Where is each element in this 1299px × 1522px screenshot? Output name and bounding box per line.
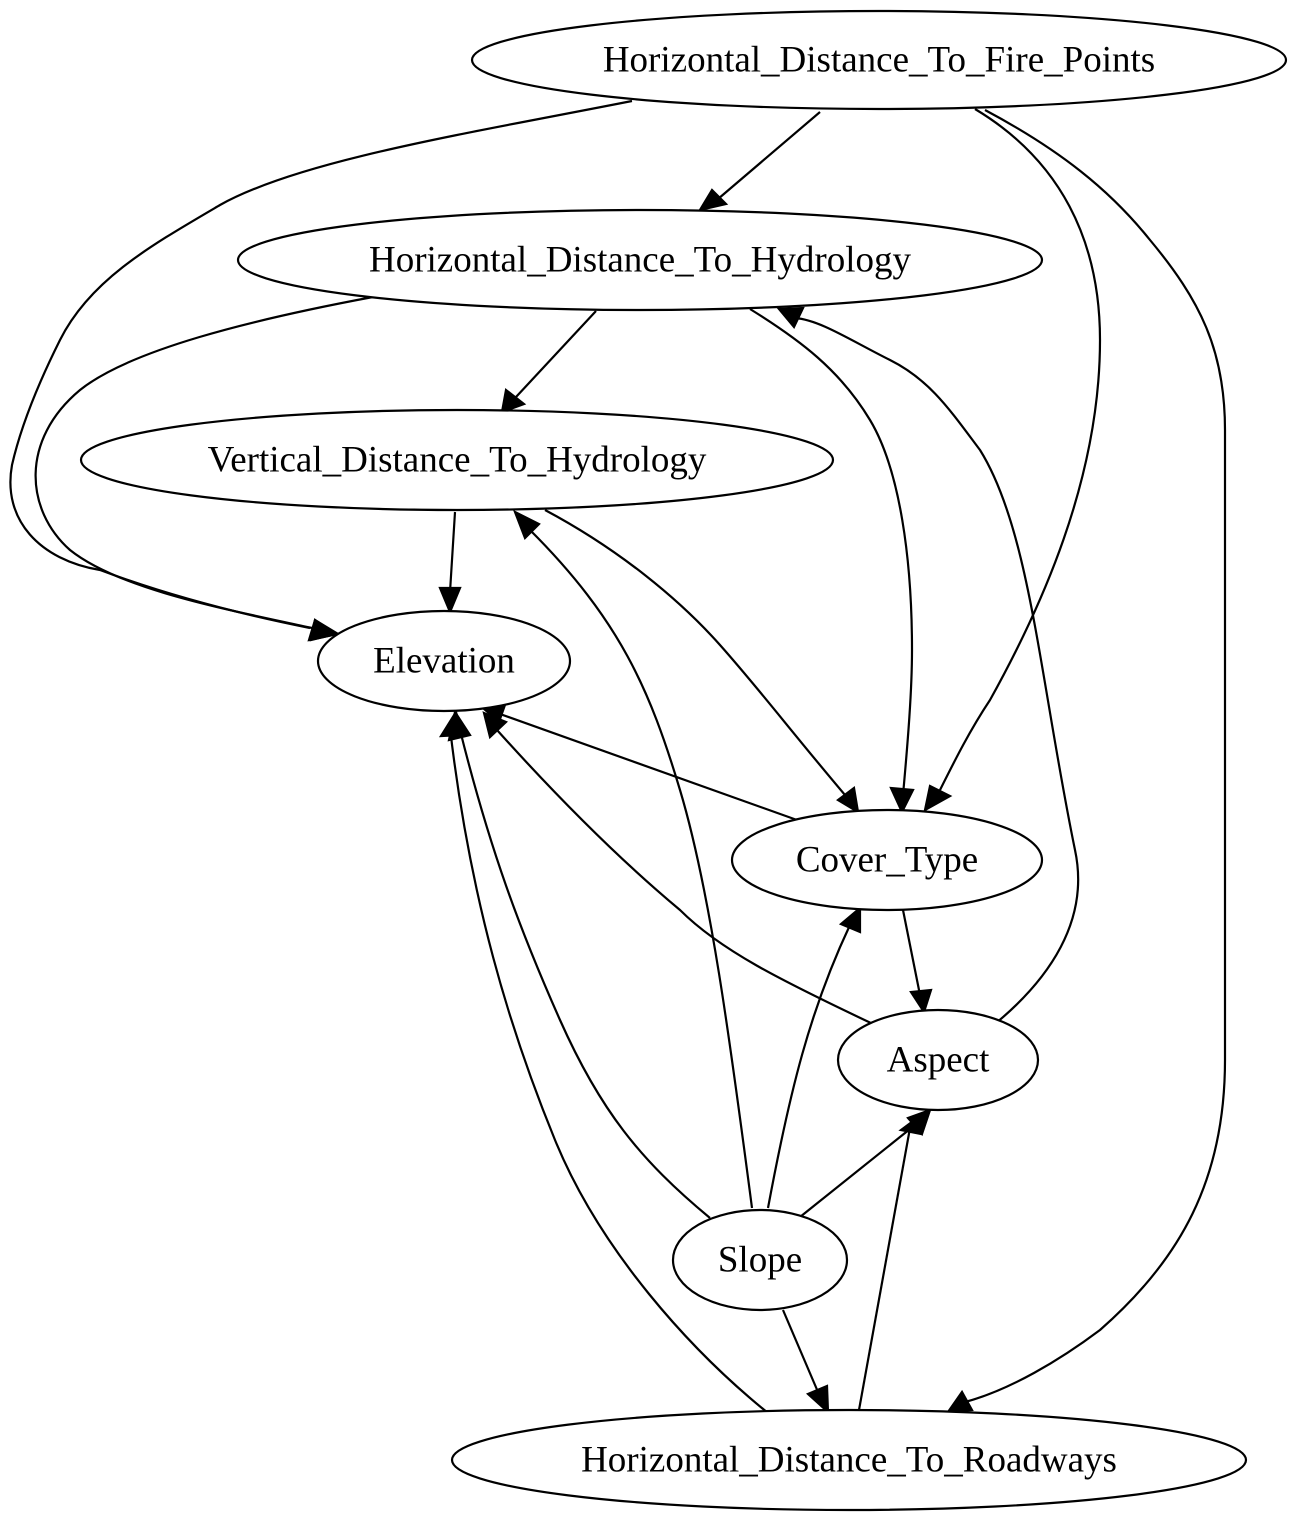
arrowhead-road-to-aspect [898,1107,930,1136]
edges-layer [9,99,1227,1414]
node-hydro-h-label: Horizontal_Distance_To_Hydrology [369,240,912,281]
nodes-layer: Horizontal_Distance_To_Fire_Points Horiz… [79,9,1288,1512]
arrowhead-slope-to-hydro-v [512,509,541,540]
node-hydro-h[interactable]: Horizontal_Distance_To_Hydrology [236,208,1044,312]
node-fire-label: Horizontal_Distance_To_Fire_Points [603,40,1155,81]
arrowhead-fire-to-road [945,1389,974,1414]
edge-hydro-h-to-elev [34,295,374,630]
edge-hydro-h-to-hydro-v [515,310,597,398]
arrowhead-cover-to-aspect [909,988,933,1015]
arrowhead-hydro-v-to-cover [836,786,860,815]
node-hydro-v-label: Vertical_Distance_To_Hydrology [208,440,707,481]
node-cover-ellipse [730,808,1044,912]
edge-hydro-h-to-cover [749,308,914,796]
edge-aspect-to-elev [496,729,874,1025]
arrowhead-hydro-v-to-elev [438,586,462,615]
edge-slope-to-cover [766,924,851,1209]
node-hydro-v-ellipse [79,408,835,512]
arrowhead-fire-to-cover [923,784,953,813]
node-slope-label: Slope [718,1240,802,1281]
node-slope[interactable]: Slope [671,1208,849,1312]
node-road-ellipse [450,1408,1248,1512]
node-cover[interactable]: Cover_Type [730,808,1044,912]
node-fire-ellipse [470,9,1288,111]
node-elev-ellipse [316,609,572,713]
edge-hydro-v-to-elev [448,511,457,593]
edge-road-to-aspect [857,1127,912,1411]
node-hydro-h-ellipse [236,208,1044,312]
arrowhead-aspect-to-hydro-h [776,306,805,330]
edge-cover-to-aspect [901,909,922,996]
node-aspect-label: Aspect [887,1040,990,1081]
edge-slope-to-road [781,1309,820,1393]
arrowhead-fire-to-hydro-h [697,188,729,212]
node-elev[interactable]: Elevation [316,609,572,713]
edge-fire-to-elev [9,99,633,630]
arrowhead-road-to-elev [438,709,464,738]
edge-aspect-to-hydro-h [794,316,1080,1029]
edge-slope-to-hydro-v [529,529,754,1209]
node-fire[interactable]: Horizontal_Distance_To_Fire_Points [470,9,1288,111]
arrowhead-hydro-h-to-elev [309,618,339,642]
arrowhead-slope-to-cover [838,905,862,934]
node-cover-label: Cover_Type [796,840,978,881]
arrowhead-slope-to-road [805,1384,830,1415]
edge-fire-to-road [964,109,1227,1404]
node-elev-label: Elevation [373,641,515,682]
arrowhead-hydro-h-to-hydro-v [500,388,527,414]
edge-fire-to-cover [939,108,1102,791]
node-aspect[interactable]: Aspect [836,1008,1040,1112]
node-aspect-ellipse [836,1008,1040,1112]
node-road-label: Horizontal_Distance_To_Roadways [581,1440,1117,1481]
arrows-layer [307,188,974,1415]
edge-slope-to-aspect [799,1124,916,1218]
arrowhead-aspect-to-elev [482,711,509,740]
edge-fire-to-hydro-h [717,111,821,200]
edge-hydro-v-to-cover [544,509,846,796]
edge-cover-to-elev [499,712,798,822]
edge-slope-to-elev [458,729,711,1219]
edge-road-to-elev [448,727,769,1414]
node-road[interactable]: Horizontal_Distance_To_Roadways [450,1408,1248,1512]
node-hydro-v[interactable]: Vertical_Distance_To_Hydrology [79,408,835,512]
node-slope-ellipse [671,1208,849,1312]
arrowhead-hydro-h-to-cover [889,786,915,815]
